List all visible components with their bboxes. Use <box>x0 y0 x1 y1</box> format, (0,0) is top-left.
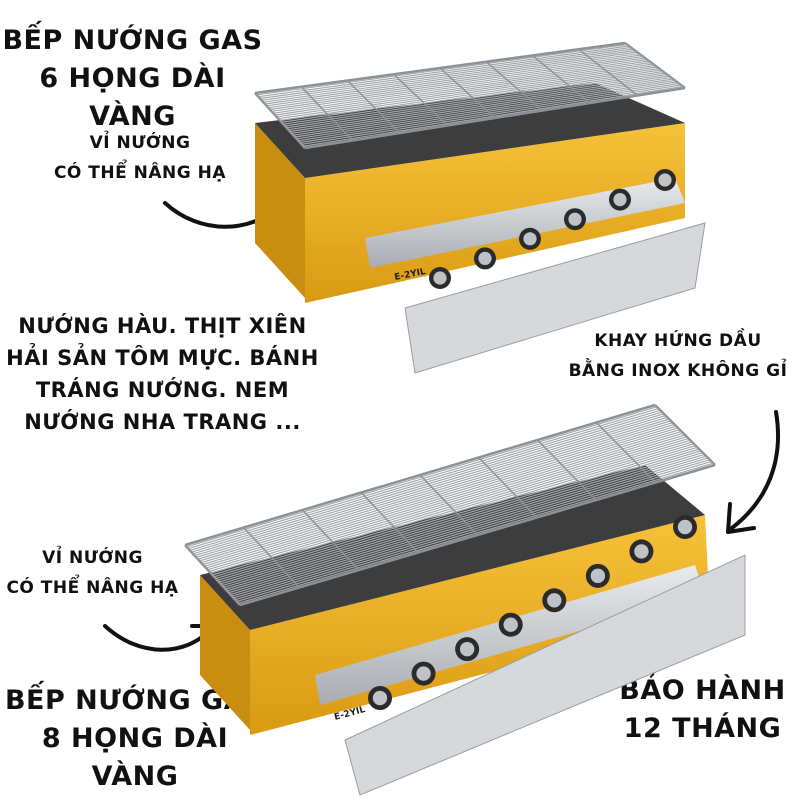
dishes-line-4: NƯỚNG NHA TRANG ... <box>24 410 301 434</box>
knob-cap <box>590 568 606 584</box>
top-note-line-1: VỈ NƯỚNG <box>89 133 191 153</box>
control-knobs <box>368 515 697 710</box>
rack-wire <box>478 457 538 518</box>
rack-wire <box>595 422 657 483</box>
knob-cap <box>568 212 582 226</box>
rack-wire <box>419 474 479 536</box>
bottom-title-line-2: 8 HỌNG DÀI VÀNG <box>41 723 229 792</box>
rack-wire <box>532 54 591 104</box>
top-grill-note: VỈ NƯỚNG CÓ THỂ NÂNG HẠ <box>30 128 250 188</box>
knob-cap <box>634 544 649 559</box>
rack-wire <box>243 527 300 588</box>
grill-8-burner-image: E-2YIL <box>184 403 746 796</box>
knob-cap <box>459 641 475 657</box>
knob-cap <box>416 666 431 681</box>
rack-wire <box>301 509 360 571</box>
dishes-line-1: NƯỚNG HÀU. THỊT XIÊN <box>18 314 307 338</box>
tray-note-line-1: KHAY HỨNG DẦU <box>594 331 762 351</box>
knob-cap <box>677 519 693 535</box>
dishes-line-2: HẢI SẢN TÔM MỰC. BÁNH <box>6 346 319 370</box>
knob-cap <box>547 593 562 608</box>
top-title-line-1: BẾP NƯỚNG GAS <box>2 25 263 56</box>
warranty-line-2: 12 THÁNG <box>623 713 782 744</box>
bottom-grill-note: VỈ NƯỚNG CÓ THỂ NÂNG HẠ <box>0 543 185 603</box>
rack-wire <box>347 80 401 134</box>
grill-rack <box>254 41 686 150</box>
oil-tray <box>344 554 746 796</box>
knob-cap <box>658 173 672 187</box>
bottom-note-line-2: CÓ THỂ NÂNG HẠ <box>6 578 179 598</box>
top-note-line-2: CÓ THỂ NÂNG HẠ <box>53 163 227 183</box>
grill-rack <box>184 403 716 607</box>
rack-wire <box>536 439 597 501</box>
front-steel-plate <box>365 178 685 268</box>
knob-cap <box>372 690 388 706</box>
top-title-line-2: 6 HỌNG DÀI VÀNG <box>39 63 226 132</box>
grill-side-panel <box>255 123 305 298</box>
bottom-note-line-1: VỈ NƯỚNG <box>42 548 143 568</box>
dishes-description: NƯỚNG HÀU. THỊT XIÊN HẢI SẢN TÔM MỰC. BÁ… <box>0 310 325 438</box>
knob-cap <box>613 193 627 207</box>
rack-wire <box>393 73 448 127</box>
grill-6-burner-image: E-2YIL <box>254 41 706 374</box>
warranty-text: BẢO HÀNH 12 THÁNG <box>610 672 795 748</box>
top-product-title: BẾP NƯỚNG GAS 6 HỌNG DÀI VÀNG <box>0 22 265 136</box>
grill-side-panel <box>200 575 250 730</box>
rack-wire <box>485 61 543 112</box>
rack-wire <box>300 86 354 141</box>
bottom-product-title: BẾP NƯỚNG GAS 8 HỌNG DÀI VÀNG <box>0 682 270 796</box>
rack-wire <box>439 67 496 119</box>
knob-cap <box>503 617 518 632</box>
oil-tray <box>404 222 706 374</box>
tray-note-line-2: BẰNG INOX KHÔNG GỈ <box>568 361 788 381</box>
warranty-line-1: BẢO HÀNH <box>619 675 786 706</box>
control-knobs <box>429 169 676 289</box>
knob-cap <box>523 232 537 246</box>
oil-tray-note: KHAY HỨNG DẦU BẰNG INOX KHÔNG GỈ <box>558 326 798 386</box>
rack-wire <box>360 492 419 553</box>
knob-cap <box>478 251 492 265</box>
tray-arrow-icon <box>726 410 781 534</box>
dishes-line-3: TRÁNG NƯỚNG. NEM <box>35 378 290 402</box>
knob-cap <box>433 271 447 285</box>
burner-bed <box>255 83 685 178</box>
rack-wire <box>578 48 638 97</box>
